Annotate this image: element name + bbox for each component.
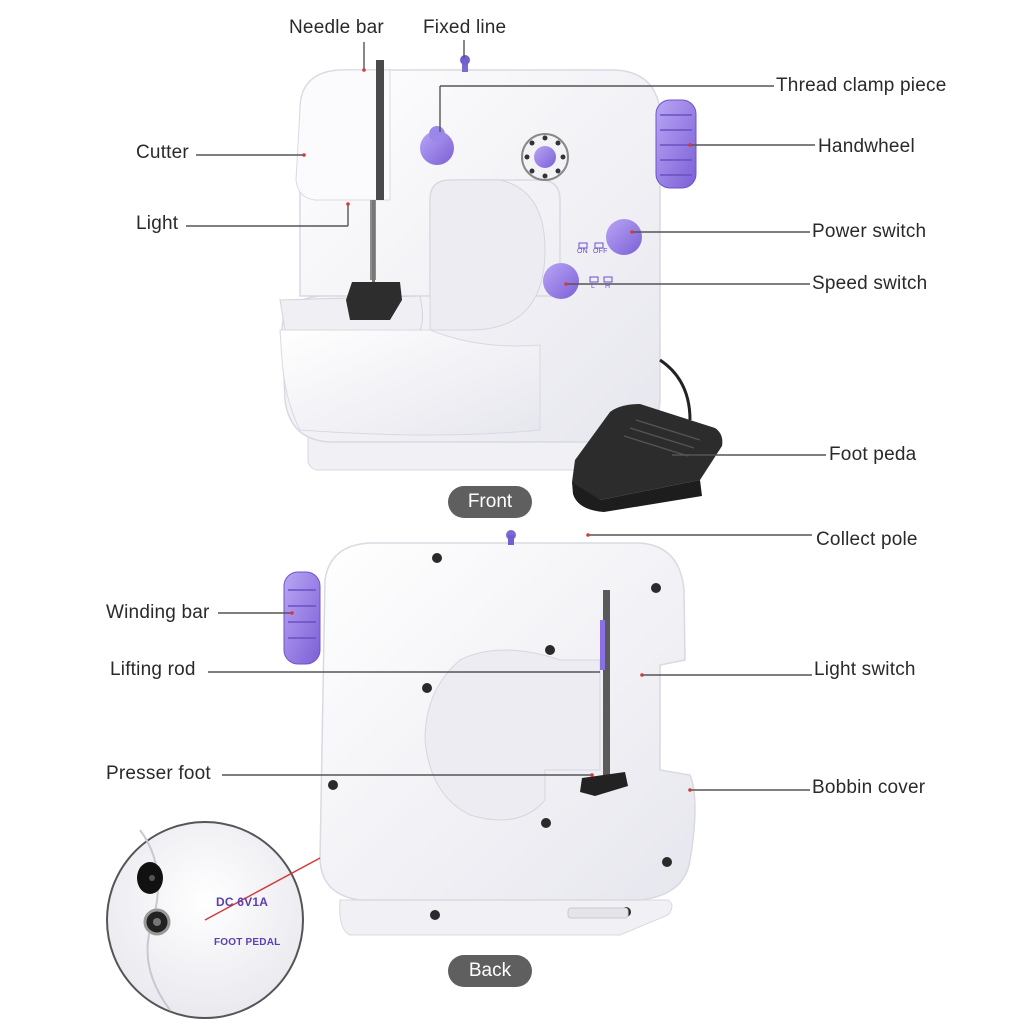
label-foot-pedal: Foot peda (829, 444, 917, 465)
on-mark: ON (577, 248, 588, 255)
label-fixed-line: Fixed line (423, 17, 507, 38)
off-mark: OFF (593, 248, 608, 255)
label-speed-switch: Speed switch (812, 273, 928, 294)
dc-rating-label: DC 6V1A (216, 895, 269, 909)
label-winding-bar: Winding bar (106, 602, 210, 623)
high-mark: H (605, 283, 611, 290)
label-collect-pole: Collect pole (816, 529, 918, 550)
back-caption: Back (448, 955, 532, 987)
low-mark: L (591, 283, 596, 290)
front-machine (279, 55, 723, 512)
label-presser-foot: Presser foot (106, 763, 211, 784)
label-handwheel: Handwheel (818, 136, 915, 157)
label-thread-clamp-piece: Thread clamp piece (776, 75, 947, 96)
label-lifting-rod: Lifting rod (110, 659, 196, 680)
leader-lines (186, 40, 826, 791)
label-power-switch: Power switch (812, 221, 927, 242)
back-machine (283, 530, 696, 936)
power-port-inset (106, 821, 321, 1019)
foot-pedal-port-label: FOOT PEDAL (214, 937, 281, 948)
front-caption: Front (448, 486, 532, 518)
marker-dots (290, 68, 692, 792)
label-needle-bar: Needle bar (289, 17, 384, 38)
foot-pedal-shape (572, 404, 723, 512)
label-light: Light (136, 213, 179, 234)
label-cutter: Cutter (136, 142, 189, 163)
label-bobbin-cover: Bobbin cover (812, 777, 926, 798)
label-light-switch: Light switch (814, 659, 916, 680)
